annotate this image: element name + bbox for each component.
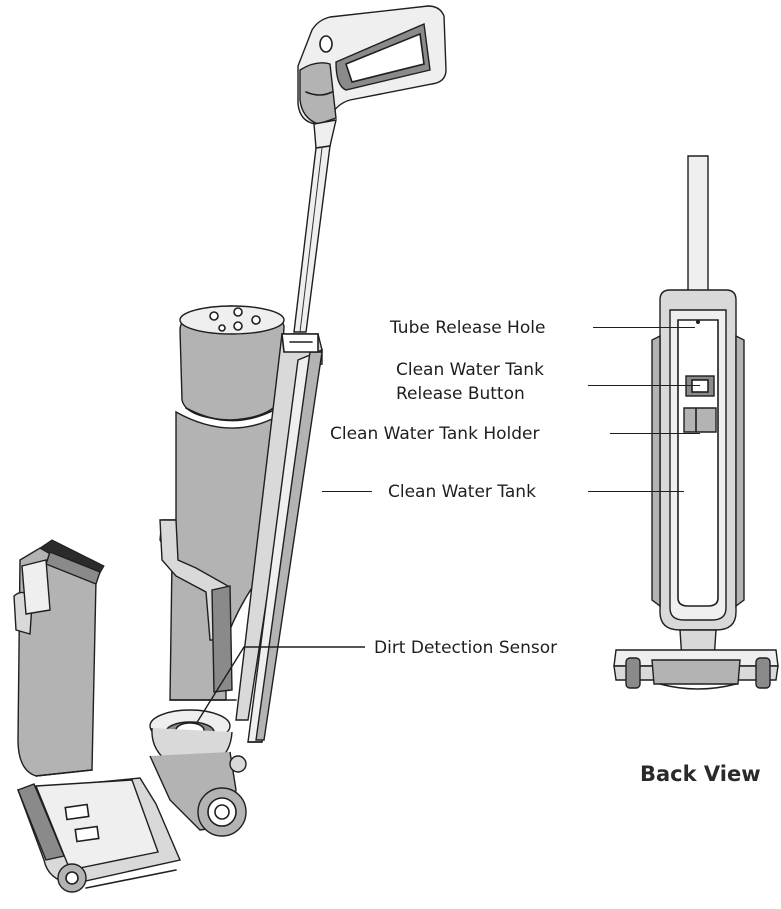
back-floor-head <box>613 649 779 690</box>
leader-tube-release-hole <box>593 327 695 328</box>
motor-housing <box>179 305 285 422</box>
label-clean-water-tank: Clean Water Tank <box>388 482 536 502</box>
floor-head <box>149 709 247 837</box>
leader-clean-water-tank-right <box>588 491 684 492</box>
detached-dirty-tank <box>13 539 105 777</box>
main-body <box>159 410 279 701</box>
leader-release-button <box>588 385 700 386</box>
label-dirt-detection-sensor: Dirt Detection Sensor <box>374 638 558 658</box>
label-tube-release-hole: Tube Release Hole <box>390 318 546 338</box>
tube <box>293 119 337 333</box>
leader-tank-holder <box>610 433 700 434</box>
label-release-button-line2: Release Button <box>396 384 525 404</box>
roller-head <box>17 777 181 893</box>
handle-grip <box>297 5 447 125</box>
label-release-button-line1: Clean Water Tank <box>396 360 544 380</box>
label-clean-water-tank-holder: Clean Water Tank Holder <box>330 424 540 444</box>
view-title-back-view: Back View <box>640 762 761 786</box>
leader-clean-water-tank-left <box>322 491 372 492</box>
back-tank-holder <box>683 407 717 433</box>
clean-water-tank-part <box>235 333 323 743</box>
